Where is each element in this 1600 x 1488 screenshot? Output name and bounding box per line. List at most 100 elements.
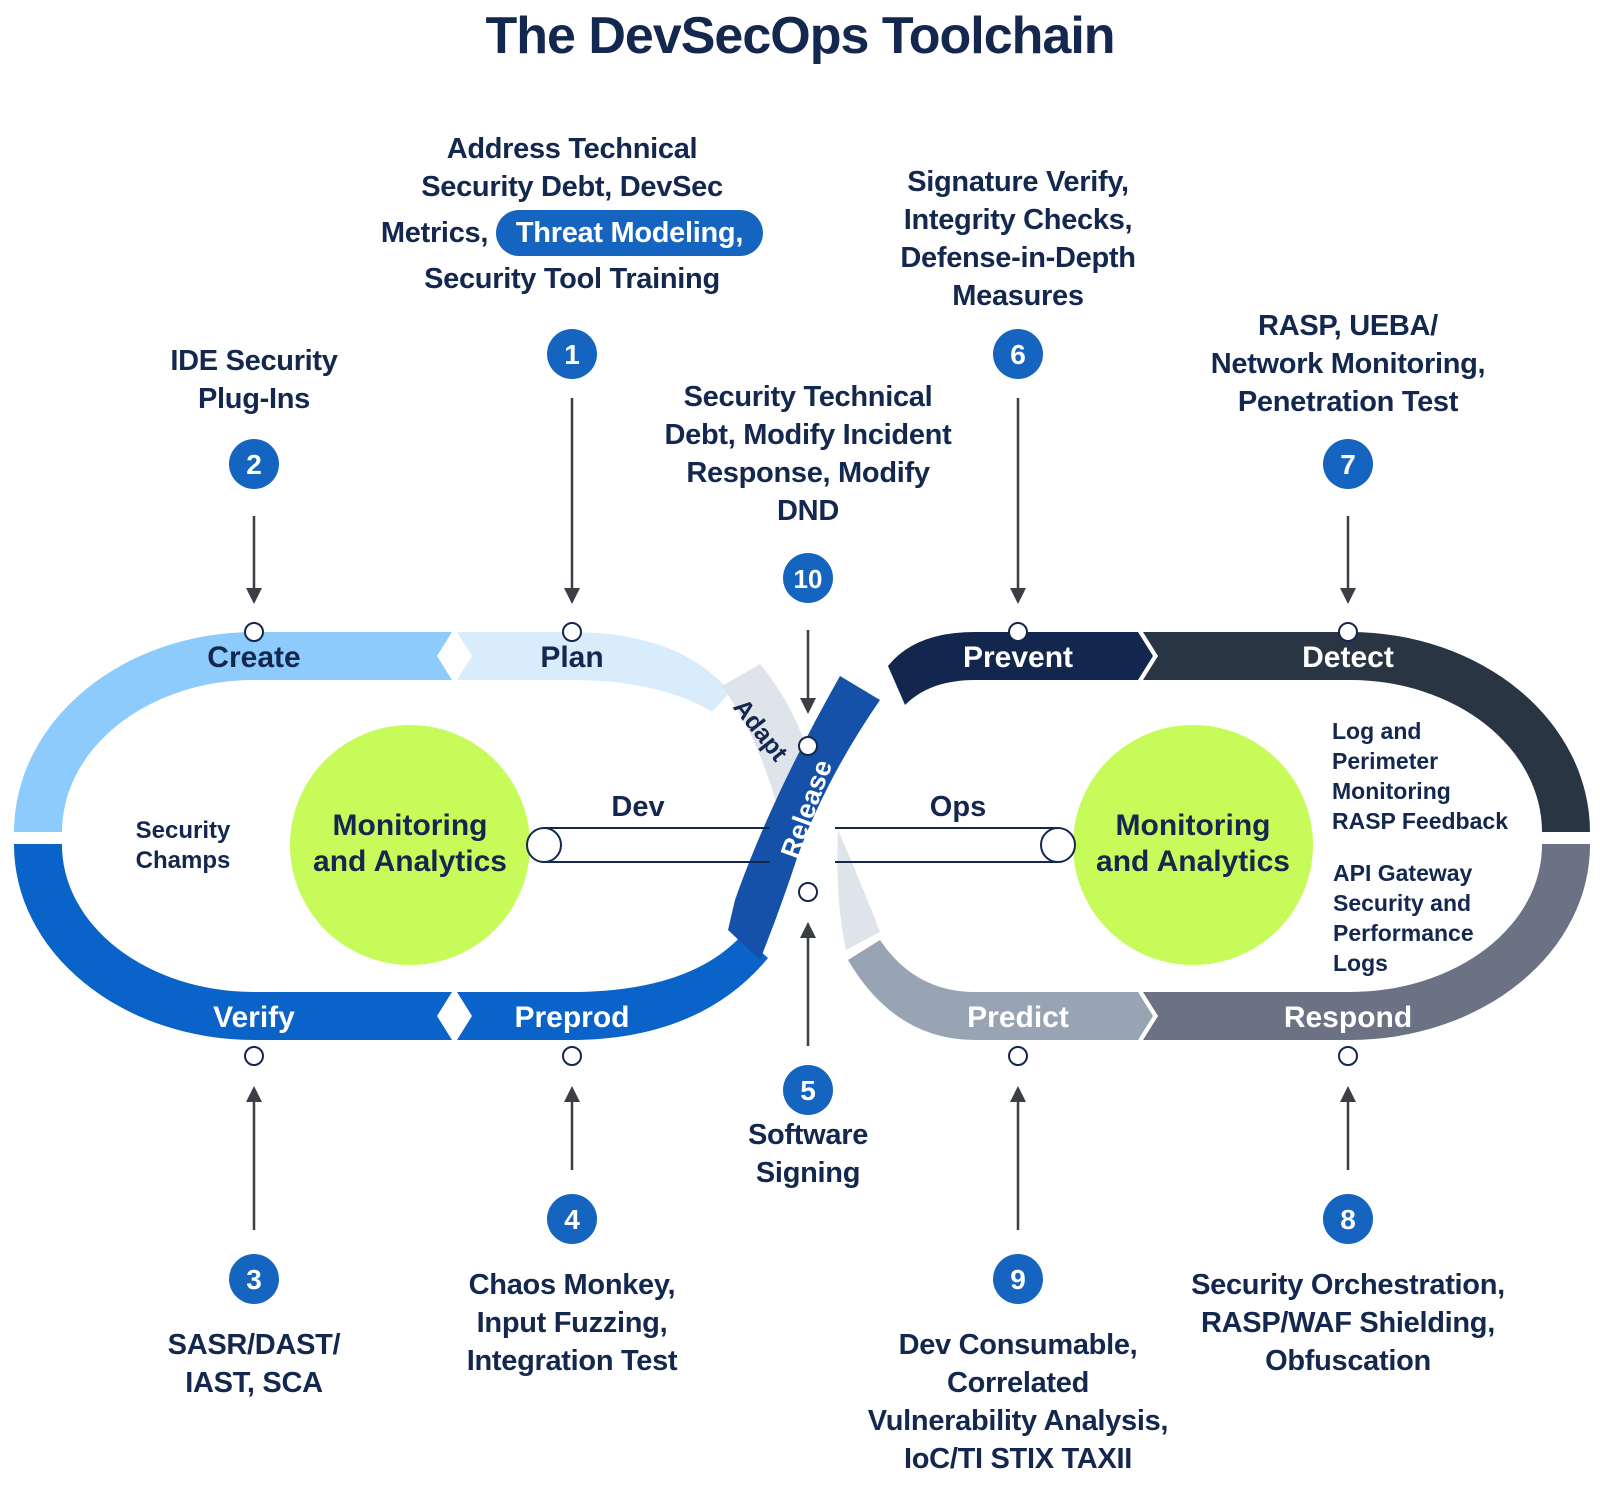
badge-2-num: 2 xyxy=(246,449,262,480)
badge-3-num: 3 xyxy=(246,1264,262,1295)
step-3-line: SASR/DAST/ xyxy=(167,1329,341,1361)
badge-5 xyxy=(783,1065,833,1115)
ops-inner-line: Perimeter xyxy=(1332,748,1439,774)
step-1-line: Metrics, xyxy=(380,217,489,249)
dev-connector-knob xyxy=(526,827,562,863)
label-preprod: Preprod xyxy=(514,1001,629,1034)
step-4-line: Input Fuzzing, xyxy=(476,1307,668,1339)
badge-3 xyxy=(229,1254,279,1304)
label-detect: Detect xyxy=(1302,641,1394,674)
security-champs-line-2: Champs xyxy=(135,847,231,874)
step-5-text: Software Signing xyxy=(668,1116,948,1192)
label-verify: Verify xyxy=(213,1001,295,1034)
ops-inner-block-2: API Gateway Security and Performance Log… xyxy=(1333,858,1474,978)
step-6-text: Signature Verify, Integrity Checks, Defe… xyxy=(858,163,1178,315)
step-6-line: Signature Verify, xyxy=(907,166,1129,198)
step-10-line: Response, Modify xyxy=(686,457,930,489)
step-10-text: Security Technical Debt, Modify Incident… xyxy=(638,378,978,530)
monitoring-circle-dev xyxy=(290,725,530,965)
ops-inner-line: Logs xyxy=(1333,950,1388,976)
step-9-line: Correlated xyxy=(946,1367,1090,1399)
segment-respond xyxy=(1143,844,1591,1040)
dot-respond xyxy=(1338,1046,1358,1066)
monitoring-circle-ops xyxy=(1073,725,1313,965)
badge-10-num: 10 xyxy=(794,564,823,594)
badge-10 xyxy=(783,553,833,603)
step-7-line: Network Monitoring, xyxy=(1210,348,1486,380)
badge-7-num: 7 xyxy=(1340,449,1356,480)
step-1-line-row: Metrics, Threat Modeling, xyxy=(352,210,792,256)
arrowhead-4 xyxy=(564,1086,580,1102)
arrowhead-1 xyxy=(564,588,580,604)
step-3-line: IAST, SCA xyxy=(185,1367,323,1399)
arrowhead-9 xyxy=(1010,1086,1026,1102)
badge-8-num: 8 xyxy=(1340,1204,1356,1235)
ops-inner-line: Performance xyxy=(1333,920,1474,946)
security-champs: Security Champs xyxy=(118,816,248,876)
dot-detect xyxy=(1338,622,1358,642)
step-1-line: Address Technical xyxy=(446,133,698,165)
ops-inner-line: API Gateway xyxy=(1333,860,1473,886)
badge-5-num: 5 xyxy=(800,1075,816,1106)
segment-preprod xyxy=(457,935,768,1040)
segment-prevent xyxy=(888,632,1153,705)
segment-detect xyxy=(1143,632,1590,832)
ops-inner-line: Log and xyxy=(1332,718,1422,744)
label-predict: Predict xyxy=(967,1001,1069,1034)
dot-predict xyxy=(1008,1046,1028,1066)
badge-6-num: 6 xyxy=(1010,339,1026,370)
ops-inner-line: RASP Feedback xyxy=(1332,808,1508,834)
step-2-line: Plug-Ins xyxy=(198,383,310,415)
segment-release xyxy=(728,676,880,960)
badge-1 xyxy=(547,329,597,379)
step-5-line: Software xyxy=(747,1119,869,1151)
step-2-line: IDE Security xyxy=(170,345,338,377)
monitoring-line-2: and Analytics xyxy=(1096,845,1290,878)
label-plan: Plan xyxy=(540,641,603,674)
step-8-text: Security Orchestration, RASP/WAF Shieldi… xyxy=(1158,1266,1538,1380)
step-6-line: Defense-in-Depth xyxy=(900,242,1136,274)
step-8-line: Security Orchestration, xyxy=(1191,1269,1505,1301)
badge-9-num: 9 xyxy=(1010,1264,1026,1295)
segment-ops-return xyxy=(837,830,880,950)
arrowhead-6 xyxy=(1010,588,1026,604)
step-4-line: Chaos Monkey, xyxy=(468,1269,676,1301)
step-9-line: Dev Consumable, xyxy=(898,1329,1138,1361)
step-8-line: RASP/WAF Shielding, xyxy=(1201,1307,1495,1339)
step-8-line: Obfuscation xyxy=(1265,1345,1431,1377)
security-champs-line-1: Security xyxy=(135,817,231,844)
label-respond: Respond xyxy=(1284,1001,1412,1034)
number-badges: 1 2 3 4 5 6 7 8 9 10 xyxy=(229,329,1373,1304)
step-10-line: DND xyxy=(777,495,839,527)
segment-predict xyxy=(848,940,1153,1040)
arrowhead-5 xyxy=(800,922,816,938)
label-ops: Ops xyxy=(930,791,986,823)
label-create: Create xyxy=(207,641,300,674)
dot-release-bottom xyxy=(798,882,818,902)
dot-release-top xyxy=(798,736,818,756)
badge-4-num: 4 xyxy=(564,1204,580,1235)
badge-8 xyxy=(1323,1194,1373,1244)
dot-create xyxy=(244,622,264,642)
badge-6 xyxy=(993,329,1043,379)
segment-create xyxy=(14,632,452,832)
monitoring-label-ops: Monitoring and Analytics xyxy=(1073,808,1313,880)
step-2-text: IDE Security Plug-Ins xyxy=(114,342,394,418)
step-7-line: Penetration Test xyxy=(1237,386,1459,418)
segment-verify xyxy=(13,844,453,1040)
ops-inner-block-1: Log and Perimeter Monitoring RASP Feedba… xyxy=(1332,716,1508,836)
badge-7 xyxy=(1323,439,1373,489)
arrowhead-3 xyxy=(246,1086,262,1102)
step-4-line: Integration Test xyxy=(466,1345,678,1377)
badge-2 xyxy=(229,439,279,489)
badge-1-num: 1 xyxy=(564,339,580,370)
dot-prevent xyxy=(1008,622,1028,642)
step-9-line: IoC/TI STIX TAXII xyxy=(904,1443,1132,1475)
step-7-line: RASP, UEBA/ xyxy=(1258,310,1438,342)
step-3-text: SASR/DAST/ IAST, SCA xyxy=(114,1326,394,1402)
ops-connector-knob xyxy=(1040,827,1076,863)
step-1-text: Address Technical Security Debt, DevSec … xyxy=(352,130,792,298)
step-6-line: Integrity Checks, xyxy=(903,204,1133,236)
